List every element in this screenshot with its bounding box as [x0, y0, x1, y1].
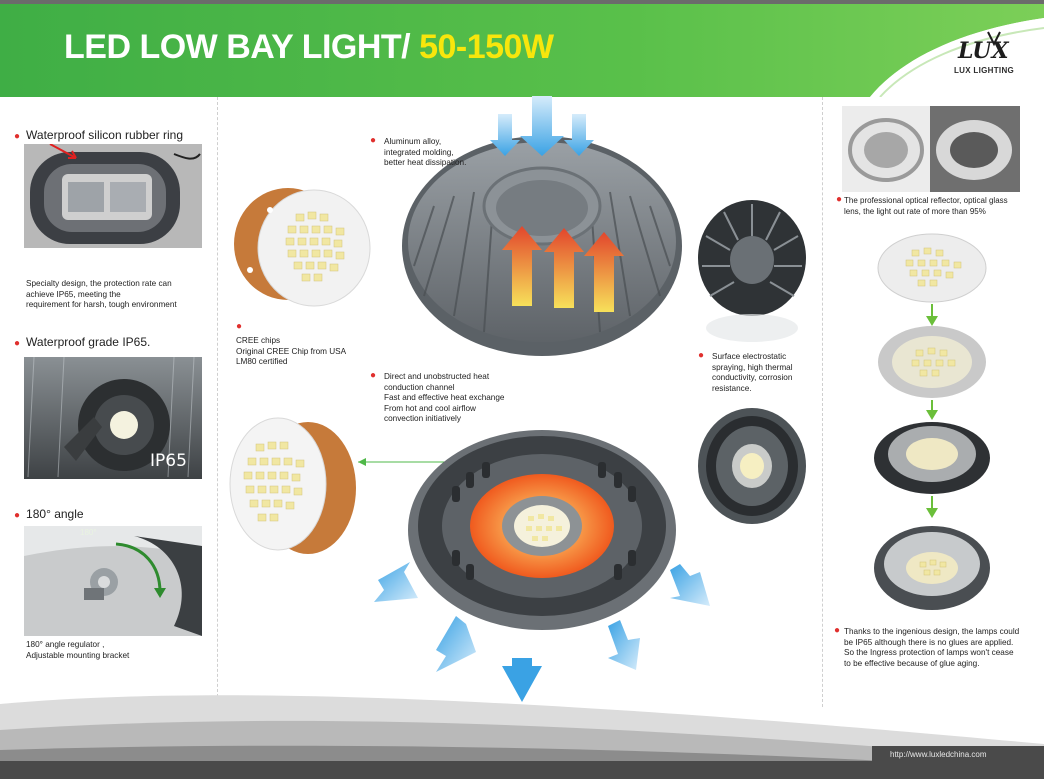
bullet-dot: ● [14, 338, 21, 349]
svg-text:LUX: LUX [957, 38, 1009, 64]
ingress-note: ● Thanks to the ingenious design, the la… [834, 625, 1020, 668]
ip65-badge: IP65 [150, 451, 187, 471]
grade-title: ●Waterproof grade IP65. [14, 335, 151, 349]
assembly-steps-image [874, 233, 990, 610]
bullet-dot: ● [698, 350, 705, 361]
light-bottom-image [374, 430, 710, 702]
surface-note: ● Surface electrostatic spraying, high t… [698, 350, 793, 393]
bullet-dot: ● [834, 625, 841, 636]
footer-bar [0, 761, 1044, 779]
title-main: LED LOW BAY LIGHT/ [64, 28, 411, 66]
angle-title: ●180° angle [14, 507, 84, 521]
header-banner: LED LOW BAY LIGHT/ 50-150W LUX LUX LIGHT… [0, 0, 1044, 97]
header-background [0, 4, 1044, 97]
heatsink-top-image [402, 96, 682, 356]
bullet-dot: ● [14, 131, 21, 142]
cree-note: ● CREE chips Original CREE Chip from USA… [236, 321, 347, 366]
page-title: LED LOW BAY LIGHT/ 50-150W [64, 28, 554, 67]
aluminum-note: ● Aluminum alloy, integrated molding, be… [370, 135, 467, 167]
heatsink-side-image [698, 200, 806, 342]
front-view-image [698, 408, 806, 524]
logo-text: LUX LIGHTING [954, 66, 1015, 75]
bullet-dot: ● [236, 321, 243, 332]
cree-board-top-image [234, 188, 371, 307]
ring-photo [24, 144, 202, 248]
reflector-image [842, 106, 1020, 192]
column-divider-left [217, 97, 218, 707]
footer-url-background [872, 746, 1044, 761]
bullet-dot: ● [370, 370, 377, 381]
title-power: 50-150W [419, 28, 554, 66]
column-divider-right [822, 97, 823, 707]
angle-badge: 180° [80, 528, 97, 537]
angle-photo: 180° [24, 526, 202, 636]
angle-description: 180° angle regulator , Adjustable mounti… [26, 640, 130, 660]
ring-title: ●Waterproof silicon rubber ring [14, 128, 184, 142]
heat-note: ● Direct and unobstructed heat conductio… [370, 370, 505, 423]
bullet-dot: ● [14, 510, 21, 521]
cree-board-bottom-image [229, 417, 356, 554]
footer-url[interactable]: http://www.luxledchina.com [890, 750, 987, 759]
ip65-photo: IP65 [24, 357, 202, 479]
bullet-dot: ● [370, 135, 377, 146]
ring-description: Specialty design, the protection rate ca… [26, 279, 177, 309]
footer: http://www.luxledchina.com [0, 690, 1044, 779]
lux-logo-icon: LUX [957, 31, 1009, 64]
reflector-note: ● The professional optical reflector, op… [836, 194, 1008, 216]
header-top-line [0, 0, 1044, 4]
bullet-dot: ● [836, 194, 843, 205]
